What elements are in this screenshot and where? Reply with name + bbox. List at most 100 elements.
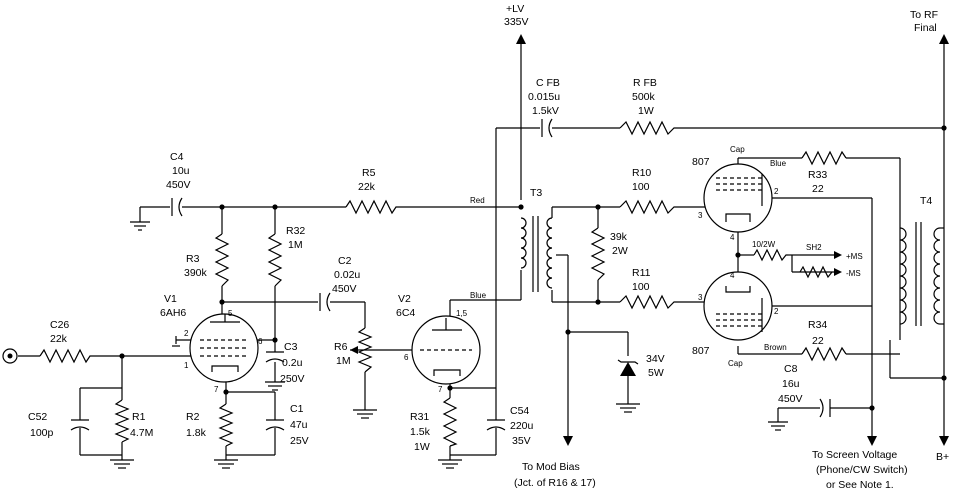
bplus-label: B+	[936, 451, 949, 463]
v2-type: 6C4	[396, 307, 415, 319]
lv-label-1: +LV	[506, 3, 524, 15]
screen-label-1: To Screen Voltage	[812, 449, 897, 461]
807-top-pin-4: 4	[730, 233, 735, 242]
r3-value: 390k	[184, 267, 208, 279]
r3-name: R3	[186, 253, 200, 265]
mod-bias-label-1: To Mod Bias	[522, 461, 580, 473]
v2-name: V2	[398, 293, 411, 305]
tube-807-top	[703, 163, 773, 233]
ms-minus-label: -MS	[846, 269, 861, 278]
t3-label: T3	[530, 187, 542, 199]
r1-name: R1	[132, 411, 146, 423]
tube-807-top-label: 807	[692, 156, 710, 168]
c8-name: C8	[784, 363, 798, 375]
c2-name: C2	[338, 255, 352, 267]
labels: +LV 335V To RF Final C FB 0.015u 1.5kV R…	[28, 3, 949, 491]
zener-diode	[617, 359, 639, 376]
v1-type: 6AH6	[160, 307, 186, 319]
c2-value: 0.02u	[334, 269, 360, 281]
c1-voltage: 25V	[290, 435, 309, 447]
c3-name: C3	[284, 341, 298, 353]
c52-name: C52	[28, 411, 47, 423]
r11-name: R11	[632, 267, 651, 279]
cfb-value: 0.015u	[528, 91, 560, 103]
r10-value: 100	[632, 181, 650, 193]
wires	[18, 34, 949, 460]
cap-top-label: Cap	[730, 145, 745, 154]
mod-bias-label-2: (Jct. of R16 & 17)	[514, 477, 596, 489]
sh2-resistor-label: 10/2W	[752, 240, 776, 249]
c2-voltage: 450V	[332, 283, 357, 295]
rfb-value: 500k	[632, 91, 656, 103]
r34-name: R34	[808, 319, 827, 331]
lv-label-2: 335V	[504, 16, 529, 28]
c3-value: 0.2u	[282, 357, 303, 369]
r33-name: R33	[808, 169, 827, 181]
tube-v1	[189, 313, 259, 383]
transformer-t3	[520, 216, 553, 292]
c1-value: 47u	[290, 419, 308, 431]
c52-value: 100p	[30, 427, 54, 439]
input-jack	[2, 348, 18, 364]
c4-voltage: 450V	[166, 179, 191, 191]
t4-label: T4	[920, 195, 932, 207]
807-top-pin-3: 3	[698, 211, 703, 220]
cfb-voltage: 1.5kV	[532, 105, 559, 117]
c3-voltage: 250V	[280, 373, 305, 385]
screen-label-3: or See Note 1.	[826, 479, 894, 491]
r6-name: R6	[334, 341, 348, 353]
807-bottom-pin-2: 2	[774, 307, 779, 316]
rfb-name: R FB	[633, 77, 657, 89]
r5-value: 22k	[358, 181, 376, 193]
tube-807-bottom-label: 807	[692, 345, 710, 357]
807-bottom-pin-4: 4	[730, 271, 735, 280]
c54-value: 220u	[510, 420, 534, 432]
v1-pin-7: 7	[214, 385, 219, 394]
c26-value: 22k	[50, 333, 68, 345]
v1-name: V1	[164, 293, 177, 305]
cap-bottom-label: Cap	[728, 359, 743, 368]
807-top-pin-2: 2	[774, 187, 779, 196]
r10-name: R10	[632, 167, 651, 179]
cfb-name: C FB	[536, 77, 560, 89]
r2-value: 1.8k	[186, 427, 207, 439]
807-bottom-pin-3: 3	[698, 293, 703, 302]
blue-top-label: Blue	[770, 159, 787, 168]
blue-mid-label: Blue	[470, 291, 487, 300]
r31-value: 1.5k	[410, 426, 431, 438]
c54-name: C54	[510, 405, 529, 417]
c54-voltage: 35V	[512, 435, 531, 447]
c1-name: C1	[290, 403, 304, 415]
c26-name: C26	[50, 319, 69, 331]
rf-label-2: Final	[914, 22, 937, 34]
v1-pin-2: 2	[184, 329, 189, 338]
r33-value: 22	[812, 183, 824, 195]
v2-pin-6: 6	[404, 353, 409, 362]
red-wire-label: Red	[470, 196, 485, 205]
resistors	[39, 120, 847, 447]
v1-pin-1: 1	[184, 361, 189, 370]
ground-symbols	[110, 221, 788, 469]
c8-voltage: 450V	[778, 393, 803, 405]
r6-value: 1M	[336, 355, 351, 367]
r2-name: R2	[186, 411, 200, 423]
tube-807-bottom	[703, 271, 773, 341]
zener-power: 5W	[648, 367, 664, 379]
v1-pin-5: 5	[228, 309, 233, 318]
r11-value: 100	[632, 281, 650, 293]
r5-name: R5	[362, 167, 376, 179]
rf-label-1: To RF	[910, 9, 938, 21]
sh2-label: SH2	[806, 243, 822, 252]
r1-value: 4.7M	[130, 427, 153, 439]
bottom-arrows	[563, 251, 949, 446]
v2-pin-7: 7	[438, 385, 443, 394]
v1-pin-6: 6	[258, 337, 263, 346]
zener-voltage: 34V	[646, 353, 665, 365]
transformer-t4	[899, 222, 944, 326]
c4-value: 10u	[172, 165, 190, 177]
r32-value: 1M	[288, 239, 303, 251]
screen-label-2: (Phone/CW Switch)	[816, 464, 908, 476]
r39k-value: 39k	[610, 231, 628, 243]
r39k-power: 2W	[612, 245, 628, 257]
